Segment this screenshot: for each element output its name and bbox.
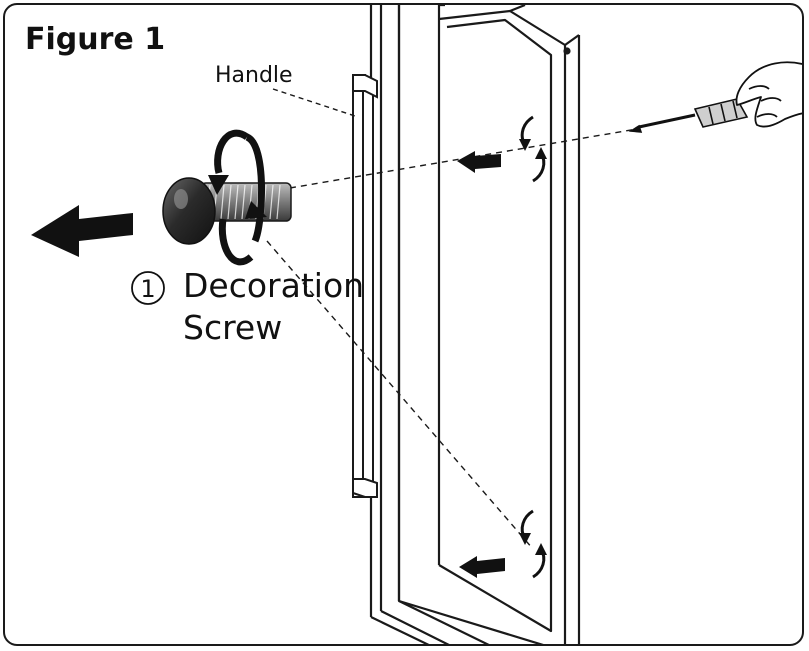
figure-illustration: Figure 1 Handle: [25, 5, 802, 644]
arrow-left-icon: [31, 205, 133, 257]
rotate-counterclockwise-icon: [208, 129, 267, 266]
hand-icon: [735, 61, 802, 128]
part-label-line1: Decoration: [183, 266, 364, 305]
part-label-line2: Screw: [183, 308, 282, 347]
arrow-left-icon: [459, 556, 505, 578]
step-number-circle: [131, 271, 165, 305]
handle-bar: [352, 74, 378, 498]
screwdriver-icon: [628, 98, 749, 133]
decoration-screw-icon: [162, 177, 292, 245]
door-frame: [369, 5, 581, 644]
arrow-left-icon: [457, 151, 501, 173]
upper-rotate-icon: [519, 115, 547, 183]
figure-frame: Figure 1 Handle: [3, 3, 804, 646]
handle-leader-line: [272, 88, 359, 118]
handle-label: Handle: [215, 63, 293, 88]
figure-title: Figure 1: [25, 22, 165, 57]
step-number: 1: [140, 275, 155, 303]
lower-rotate-icon: [519, 509, 547, 579]
alignment-lines: [266, 128, 638, 550]
